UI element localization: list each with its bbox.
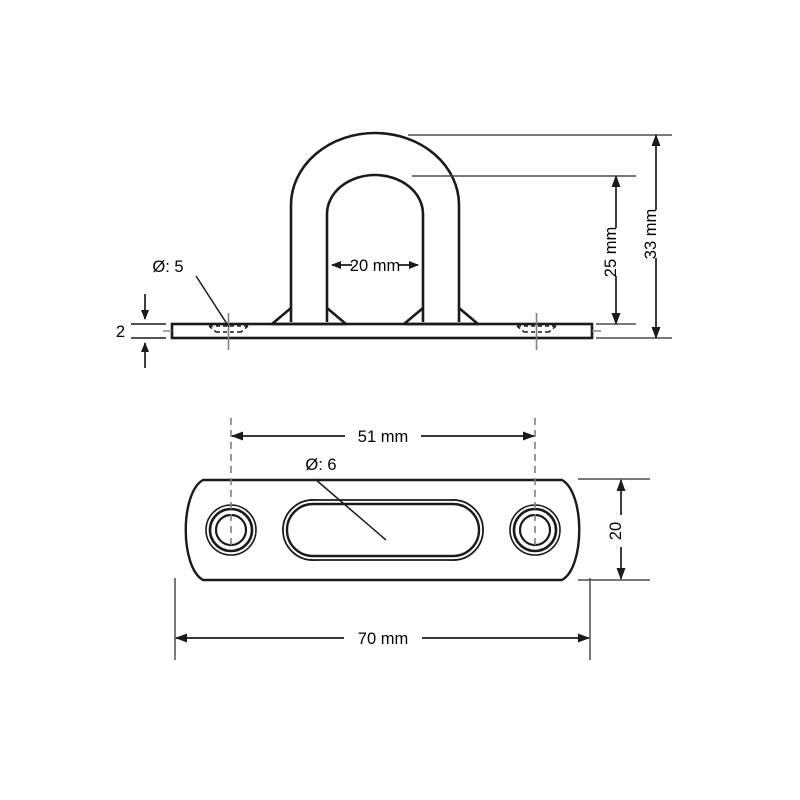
dimension-label-2: 2 bbox=[116, 323, 125, 341]
callout-label-dia6: Ø: 6 bbox=[305, 456, 336, 474]
dimension-label-25mm: 25 mm bbox=[602, 227, 620, 277]
callout-hole-diameter: Ø: 6 bbox=[305, 456, 387, 541]
leader-line-dia6 bbox=[314, 478, 387, 541]
callout-label-dia5: Ø: 5 bbox=[152, 258, 183, 276]
dimension-label-20mm: 20 mm bbox=[350, 257, 400, 275]
dimension-label-33mm: 33 mm bbox=[642, 209, 660, 259]
base-plate-plan-outline bbox=[184, 478, 581, 582]
hidden-hole-right bbox=[516, 325, 557, 333]
dimension-hole-spacing: 51 mm bbox=[231, 425, 535, 447]
bottom-view: 51 mm 70 mm 20 Ø: 6 bbox=[174, 418, 650, 660]
leader-line-dia5 bbox=[195, 275, 230, 328]
shackle-inner-contour bbox=[325, 173, 425, 322]
dimension-plate-thickness: 2 bbox=[116, 294, 166, 368]
dimension-label-51mm: 51 mm bbox=[358, 428, 408, 446]
dimension-plate-width: 20 bbox=[607, 479, 632, 580]
dimension-label-20: 20 bbox=[607, 522, 625, 540]
dimension-inner-height: 25 mm bbox=[602, 175, 627, 325]
dimension-bow-inner-width: 20 mm bbox=[331, 257, 419, 275]
center-slot-inner bbox=[285, 502, 481, 558]
dimension-overall-height: 33 mm bbox=[642, 134, 667, 339]
dimension-label-70mm: 70 mm bbox=[358, 630, 408, 648]
callout-countersink-diameter: Ø: 5 bbox=[152, 258, 230, 328]
side-view: 20 mm 25 mm 33 mm 2 Ø: bbox=[116, 131, 672, 368]
hidden-hole-left bbox=[208, 325, 249, 333]
dimension-plate-length: 70 mm bbox=[175, 627, 590, 649]
